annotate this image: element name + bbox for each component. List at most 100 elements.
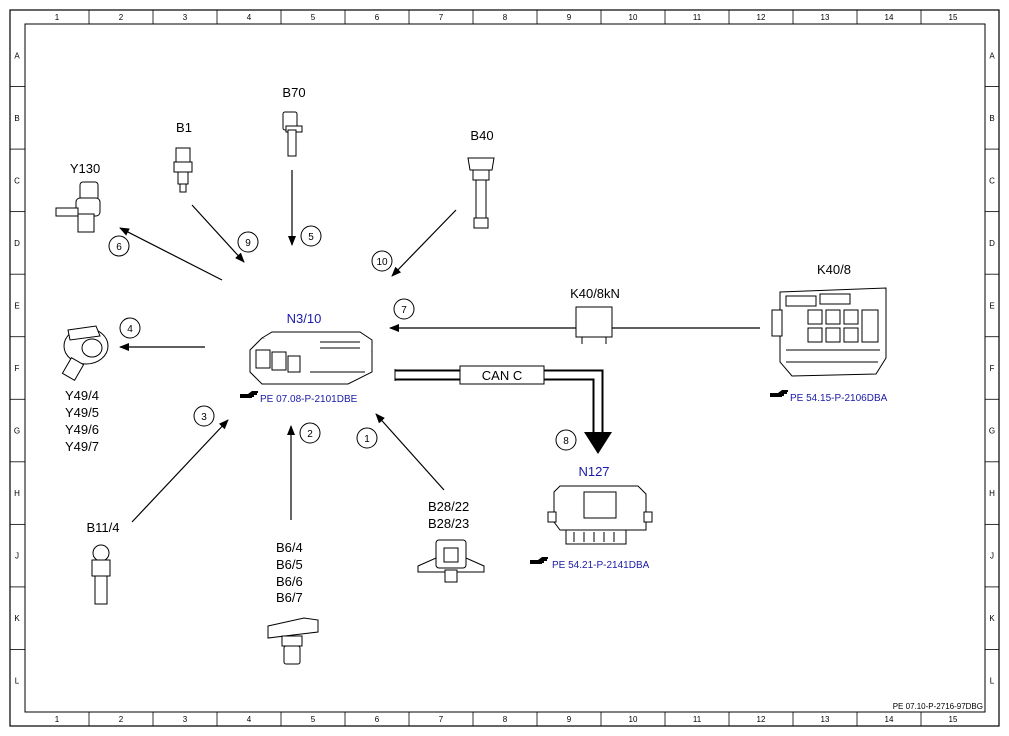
b70-label: B70 — [282, 85, 305, 100]
component-k40-8[interactable]: K40/8 PE 54.15-P-2106DBA — [770, 262, 888, 404]
control-unit-label: N3/10 — [287, 311, 322, 326]
y49-label-1: Y49/4 — [65, 388, 99, 403]
grid-row-right-B: B — [989, 114, 994, 123]
grid-column-bottom-10: 10 — [629, 715, 638, 724]
grid-row-left-G: G — [14, 427, 20, 436]
coolant-temperature-sensor-icon — [91, 544, 111, 605]
pointing-hand-icon — [770, 390, 788, 397]
pressure-sensor-icon — [417, 539, 485, 583]
marker-1: 1 — [356, 427, 378, 449]
relay-icon — [575, 306, 613, 338]
b6-label-3: B6/6 — [276, 574, 303, 589]
grid-column-top-14: 14 — [885, 13, 894, 22]
control-unit-reference[interactable]: PE 07.08-P-2101DBE — [260, 394, 358, 405]
component-y49[interactable]: Y49/4 Y49/5 Y49/6 Y49/7 — [61, 325, 109, 454]
oil-temperature-sensor-icon — [173, 147, 193, 193]
component-b40[interactable]: B40 — [467, 128, 495, 229]
marker-8: 8 — [555, 429, 577, 451]
grid-column-bottom-1: 1 — [55, 715, 60, 724]
grid-row-left-H: H — [14, 489, 20, 498]
grid-column-top-11: 11 — [693, 13, 702, 22]
b6-label-1: B6/4 — [276, 540, 303, 555]
grid-column-bottom-13: 13 — [821, 715, 830, 724]
arrow-b1-to-n3 — [191, 204, 245, 263]
grid-column-bottom-12: 12 — [757, 715, 766, 724]
y130-label: Y130 — [70, 161, 100, 176]
svg-text:7: 7 — [401, 305, 407, 316]
component-b70[interactable]: B70 — [282, 85, 306, 157]
b28-label-2: B28/23 — [428, 516, 469, 531]
grid-column-top-13: 13 — [821, 13, 830, 22]
k40-relay-label: K40/8kN — [570, 286, 620, 301]
svg-text:4: 4 — [127, 324, 133, 335]
grid-column-bottom-3: 3 — [183, 715, 188, 724]
b6-label-2: B6/5 — [276, 557, 303, 572]
grid-column-bottom-4: 4 — [247, 715, 252, 724]
marker-10: 10 — [371, 250, 393, 272]
grid-row-right-C: C — [989, 176, 995, 185]
can-c-label: CAN C — [482, 368, 522, 383]
component-n127[interactable]: N127 PE 54.21-P-2141DBA — [530, 464, 653, 571]
grid-column-bottom-9: 9 — [567, 715, 572, 724]
grid-row-left-C: C — [14, 176, 20, 185]
b28-label-1: B28/22 — [428, 499, 469, 514]
grid-row-right-L: L — [990, 677, 995, 686]
can-c-bus: CAN C — [394, 365, 612, 454]
grid-column-bottom-2: 2 — [119, 715, 124, 724]
marker-7: 7 — [393, 298, 415, 320]
svg-text:3: 3 — [201, 412, 207, 423]
pointing-hand-icon — [530, 557, 548, 564]
grid-column-top-2: 2 — [119, 13, 124, 22]
arrow-b11-to-n3 — [131, 419, 229, 523]
svg-text:9: 9 — [245, 238, 251, 249]
grid-row-left-L: L — [15, 677, 20, 686]
marker-6: 6 — [108, 235, 130, 257]
component-k40-relay[interactable]: K40/8kN — [570, 286, 620, 344]
k40-label: K40/8 — [817, 262, 851, 277]
svg-text:2: 2 — [307, 429, 313, 440]
grid-row-left-D: D — [14, 239, 20, 248]
grid-column-top-9: 9 — [567, 13, 572, 22]
grid-row-right-D: D — [989, 239, 995, 248]
b6-label-4: B6/7 — [276, 590, 303, 605]
pointing-hand-icon — [240, 391, 258, 398]
grid-column-top-7: 7 — [439, 13, 444, 22]
arrow-b40-to-n3 — [391, 209, 457, 277]
grid-row-right-A: A — [989, 51, 995, 60]
grid-column-top-3: 3 — [183, 13, 188, 22]
component-b1[interactable]: B1 — [173, 120, 193, 193]
grid-row-right-K: K — [989, 614, 995, 623]
grid-row-right-H: H — [989, 489, 995, 498]
y49-label-2: Y49/5 — [65, 405, 99, 420]
solenoid-valve-icon — [55, 181, 101, 233]
b1-label: B1 — [176, 120, 192, 135]
n127-reference[interactable]: PE 54.21-P-2141DBA — [552, 560, 650, 571]
svg-text:1: 1 — [364, 434, 370, 445]
y49-label-3: Y49/6 — [65, 422, 99, 437]
camshaft-hall-sensor-icon — [267, 617, 319, 665]
grid-row-left-B: B — [14, 114, 19, 123]
component-b6[interactable]: B6/4 B6/5 B6/6 B6/7 — [267, 540, 319, 665]
svg-text:5: 5 — [308, 232, 314, 243]
svg-text:6: 6 — [116, 242, 122, 253]
grid-column-top-8: 8 — [503, 13, 508, 22]
grid-column-top-15: 15 — [949, 13, 958, 22]
control-unit-n3-10[interactable]: N3/10 PE 07.08-P-2101DBE — [240, 311, 373, 405]
k40-reference[interactable]: PE 54.15-P-2106DBA — [790, 393, 888, 404]
component-y130[interactable]: Y130 — [55, 161, 101, 233]
grid-row-left-E: E — [14, 301, 19, 310]
grid-column-top-4: 4 — [247, 13, 252, 22]
grid-row-right-G: G — [989, 427, 995, 436]
arrow-n3-to-y130 — [119, 227, 223, 281]
inner-frame — [24, 23, 986, 713]
grid-row-left-A: A — [14, 51, 20, 60]
grid-column-bottom-5: 5 — [311, 715, 316, 724]
grid-column-bottom-7: 7 — [439, 715, 444, 724]
component-b11-4[interactable]: B11/4 — [86, 520, 120, 605]
grid-column-top-12: 12 — [757, 13, 766, 22]
ecu-icon — [249, 331, 373, 385]
grid-column-bottom-11: 11 — [693, 715, 702, 724]
grid-column-bottom-6: 6 — [375, 715, 380, 724]
component-b28[interactable]: B28/22 B28/23 — [417, 499, 485, 583]
